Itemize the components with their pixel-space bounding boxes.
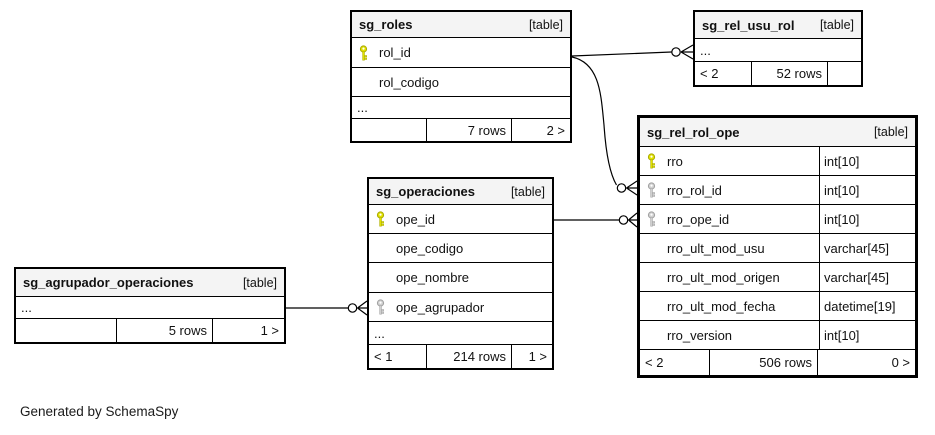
footer-children: 0 >: [891, 355, 910, 370]
column-name: ope_agrupador: [396, 299, 485, 315]
columns-ellipsis: ...: [695, 39, 861, 62]
footer-row-count: 7 rows: [427, 119, 512, 141]
column-row: ope_agrupador: [369, 293, 552, 322]
primary-key-icon: [358, 44, 379, 61]
columns-ellipsis: ...: [369, 322, 552, 345]
table-type-tag: [table]: [873, 125, 908, 139]
column-row: rro_version int[10]: [640, 321, 915, 350]
column-name: rro_ult_mod_origen: [667, 269, 780, 285]
table-footer: 5 rows 1 >: [16, 319, 284, 342]
column-row: rol_id: [352, 38, 570, 68]
column-type: int[10]: [819, 176, 915, 204]
column-name: rol_id: [379, 45, 411, 60]
table-name: sg_roles: [359, 17, 413, 32]
crow-foot-icon: [357, 300, 368, 316]
column-type: int[10]: [819, 321, 915, 349]
footer-parents: < 1: [369, 345, 427, 368]
table-name: sg_operaciones: [376, 184, 475, 199]
table-header: sg_agrupador_operaciones [table]: [16, 269, 284, 297]
column-row: rro_rol_id int[10]: [640, 176, 915, 205]
column-name: rro_version: [667, 327, 733, 343]
table-type-tag: [table]: [242, 275, 277, 290]
table-type-tag: [table]: [819, 18, 854, 32]
table-node-sg-operaciones[interactable]: sg_operaciones [table] ope_id ope_codigo…: [367, 177, 554, 370]
column-name: rro_ult_mod_usu: [667, 240, 765, 256]
ellipsis-label: ...: [374, 325, 385, 341]
column-name: rro_rol_id: [667, 182, 722, 198]
column-row: rro_ult_mod_origen varchar[45]: [640, 263, 915, 292]
table-header: sg_rel_rol_ope [table]: [640, 118, 915, 147]
edge-sg-agrupador-operaciones-to-sg-operaciones: [286, 300, 368, 316]
footer-row-count: 214 rows: [427, 345, 512, 368]
column-name: ope_codigo: [396, 240, 464, 256]
foreign-key-icon: [375, 299, 396, 315]
footer-parents: < 2: [640, 350, 710, 375]
footer-children: 1 >: [528, 349, 547, 364]
column-row: rro_ult_mod_fecha datetime[19]: [640, 292, 915, 321]
edge-sg-roles-to-sg-rel-usu-rol: [571, 44, 694, 60]
table-node-sg-rel-rol-ope[interactable]: sg_rel_rol_ope [table] rro int[10] rro_r…: [637, 115, 918, 378]
column-row: rol_codigo: [352, 68, 570, 97]
column-type: int[10]: [819, 147, 915, 175]
generated-by-note: Generated by SchemaSpy: [20, 404, 179, 419]
foreign-key-icon: [646, 182, 667, 198]
table-node-sg-rel-usu-rol[interactable]: sg_rel_usu_rol [table] ... < 2 52 rows: [693, 10, 863, 87]
table-node-sg-agrupador-operaciones[interactable]: sg_agrupador_operaciones [table] ... 5 r…: [14, 267, 286, 344]
ellipsis-label: ...: [357, 100, 368, 115]
table-header: sg_roles [table]: [352, 12, 570, 38]
foreign-key-icon: [646, 211, 667, 227]
ellipsis-label: ...: [700, 42, 711, 58]
column-name: rro_ult_mod_fecha: [667, 298, 776, 314]
table-footer: < 2 52 rows: [695, 62, 861, 85]
column-type: datetime[19]: [819, 292, 915, 320]
table-name: sg_rel_usu_rol: [702, 17, 795, 33]
footer-row-count: 52 rows: [752, 62, 828, 85]
crow-foot-icon: [680, 44, 694, 60]
table-footer: < 2 506 rows 0 >: [640, 350, 915, 375]
column-name: rro_ope_id: [667, 211, 730, 227]
footer-parents: [16, 319, 117, 342]
primary-key-icon: [375, 211, 396, 227]
column-row: rro_ult_mod_usu varchar[45]: [640, 234, 915, 263]
table-footer: < 1 214 rows 1 >: [369, 345, 552, 368]
column-type: varchar[45]: [819, 234, 915, 262]
crow-foot-icon: [628, 212, 638, 228]
column-name: ope_nombre: [396, 270, 469, 285]
footer-children: 1 >: [260, 323, 279, 338]
table-node-sg-roles[interactable]: sg_roles [table] rol_id rol_codigo ... 7…: [350, 10, 572, 143]
column-name: rro: [667, 153, 683, 169]
column-type: int[10]: [819, 205, 915, 233]
columns-ellipsis: ...: [352, 97, 570, 119]
table-name: sg_agrupador_operaciones: [23, 275, 194, 290]
table-footer: 7 rows 2 >: [352, 119, 570, 141]
table-type-tag: [table]: [510, 184, 545, 199]
column-row: ope_nombre: [369, 263, 552, 293]
table-header: sg_operaciones [table]: [369, 179, 552, 205]
column-row: ope_codigo: [369, 234, 552, 263]
ellipsis-label: ...: [21, 300, 32, 315]
column-row: rro int[10]: [640, 147, 915, 176]
crow-foot-icon: [626, 180, 638, 196]
column-name: rol_codigo: [379, 74, 439, 90]
footer-parents: [352, 119, 427, 141]
primary-key-icon: [646, 153, 667, 169]
footer-children: [828, 62, 861, 85]
column-type: varchar[45]: [819, 263, 915, 291]
footer-children: 2 >: [546, 122, 565, 138]
column-name: ope_id: [396, 211, 436, 227]
edge-sg-roles-to-sg-rel-rol-ope: [571, 56, 638, 196]
footer-parents: < 2: [695, 62, 752, 85]
table-header: sg_rel_usu_rol [table]: [695, 12, 861, 39]
column-row: rro_ope_id int[10]: [640, 205, 915, 234]
columns-ellipsis: ...: [16, 297, 284, 319]
table-name: sg_rel_rol_ope: [647, 124, 740, 140]
footer-row-count: 5 rows: [117, 319, 213, 342]
table-type-tag: [table]: [528, 17, 563, 32]
footer-row-count: 506 rows: [710, 350, 818, 375]
column-row: ope_id: [369, 205, 552, 234]
edge-sg-operaciones-to-sg-rel-rol-ope: [554, 212, 638, 228]
